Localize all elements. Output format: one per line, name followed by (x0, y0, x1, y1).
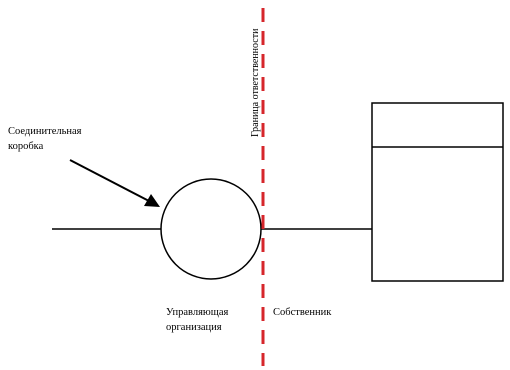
managing-organization-label: Управляющая организация (166, 307, 229, 333)
owner-label: Собственник (273, 307, 332, 318)
junction-box-circle (160, 178, 262, 280)
junction-box-label: Соединительная коробка (8, 126, 82, 152)
pointer-arrow-line (69, 159, 150, 202)
responsibility-boundary-label: Граница ответственности (250, 28, 261, 137)
equipment-box (371, 102, 504, 282)
pointer-arrowhead (144, 194, 160, 207)
